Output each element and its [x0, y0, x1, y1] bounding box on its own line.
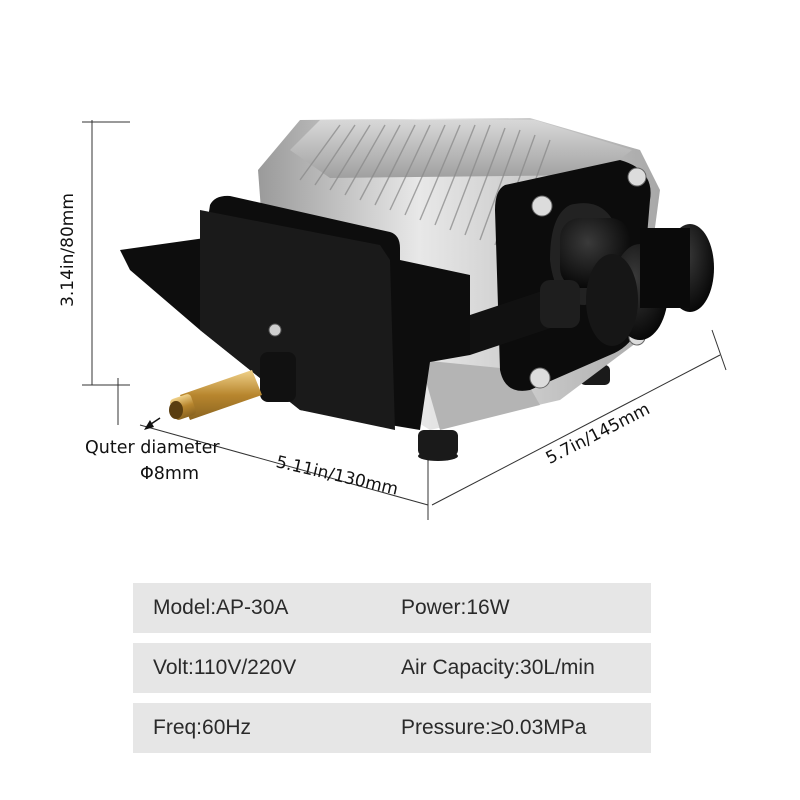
- spec-row: Volt:110V/220V Air Capacity:30L/min: [133, 643, 651, 693]
- screw-icon: [268, 323, 282, 337]
- spec-row: Model:AP-30A Power:16W: [133, 583, 651, 633]
- brass-outlet-fitting: [169, 370, 262, 420]
- screw-icon: [531, 195, 553, 217]
- spec-frequency: Freq:60Hz: [153, 716, 252, 739]
- dimension-lines: [82, 120, 727, 520]
- spec-model: Model:AP-30A: [153, 596, 289, 619]
- screw-icon: [627, 167, 647, 187]
- arrow-icon: [144, 417, 161, 430]
- spec-row: Freq:60Hz Pressure:≥0.03MPa: [133, 703, 651, 753]
- left-end-plate: [120, 195, 470, 430]
- outlet-diameter-label: Quter diameter: [85, 438, 220, 458]
- spec-air-capacity: Air Capacity:30L/min: [401, 656, 595, 679]
- air-pump-product-image: [82, 118, 727, 520]
- connecting-tube: [455, 280, 580, 355]
- pump-caps: [560, 218, 714, 346]
- screw-icon: [529, 367, 551, 389]
- spec-pressure: Pressure:≥0.03MPa: [401, 716, 587, 739]
- outlet-diameter-value: Φ8mm: [140, 464, 200, 484]
- spec-power: Power:16W: [401, 596, 510, 619]
- height-dimension-label: 3.14in/80mm: [58, 193, 78, 307]
- spec-voltage: Volt:110V/220V: [153, 656, 297, 679]
